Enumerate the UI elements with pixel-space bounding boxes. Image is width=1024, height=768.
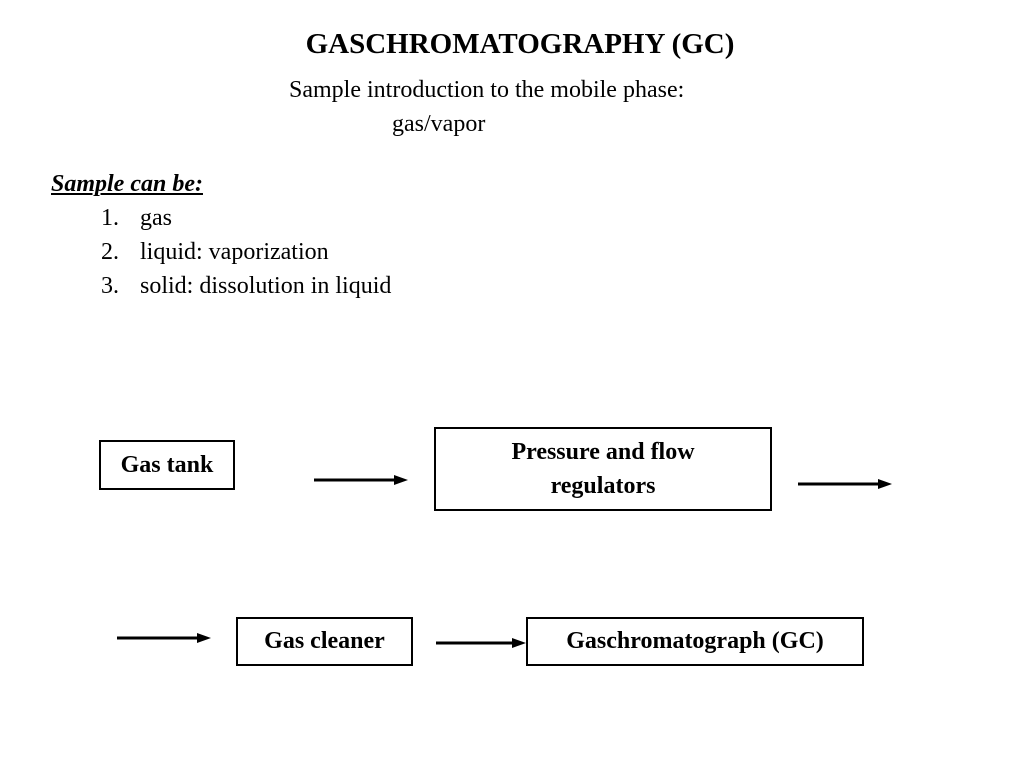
gas-tank-label: Gas tank (120, 451, 214, 478)
list-item-number: 2. (101, 239, 119, 265)
list-item-number: 3. (101, 273, 119, 299)
arrow-right-icon (436, 638, 526, 648)
regulators-label-line-1: Pressure and flow (511, 439, 695, 465)
arrow-right-icon (798, 479, 892, 489)
pressure-flow-regulators-box: Pressure and flow regulators (434, 427, 772, 511)
gaschromatograph-box: Gaschromatograph (GC) (526, 617, 864, 666)
arrow-right-icon (117, 633, 211, 643)
gas-cleaner-label: Gas cleaner (264, 628, 385, 654)
slide-title: GASCHROMATOGRAPHY (GC) (305, 28, 735, 60)
gaschromatograph-label: Gaschromatograph (GC) (566, 628, 824, 654)
sample-list-item: 3. solid: dissolution in liquid (101, 269, 391, 303)
gas-tank-box: Gas tank (99, 440, 235, 490)
list-item-text: solid: dissolution in liquid (140, 273, 392, 299)
sample-list-heading: Sample can be: (51, 171, 203, 197)
regulators-label-line-2: regulators (550, 473, 656, 499)
arrow-right-icon (314, 475, 408, 485)
sample-list-item: 2. liquid: vaporization (101, 235, 391, 269)
gas-cleaner-box: Gas cleaner (236, 617, 413, 666)
slide-subtitle-line-1: Sample introduction to the mobile phase: (289, 77, 685, 103)
list-item-text: liquid: vaporization (140, 239, 329, 265)
sample-list: 1. gas 2. liquid: vaporization 3. solid: di… (101, 201, 391, 303)
list-item-number: 1. (101, 205, 119, 231)
sample-list-item: 1. gas (101, 201, 391, 235)
slide-subtitle-line-2: gas/vapor (392, 111, 486, 137)
list-item-text: gas (140, 205, 172, 231)
